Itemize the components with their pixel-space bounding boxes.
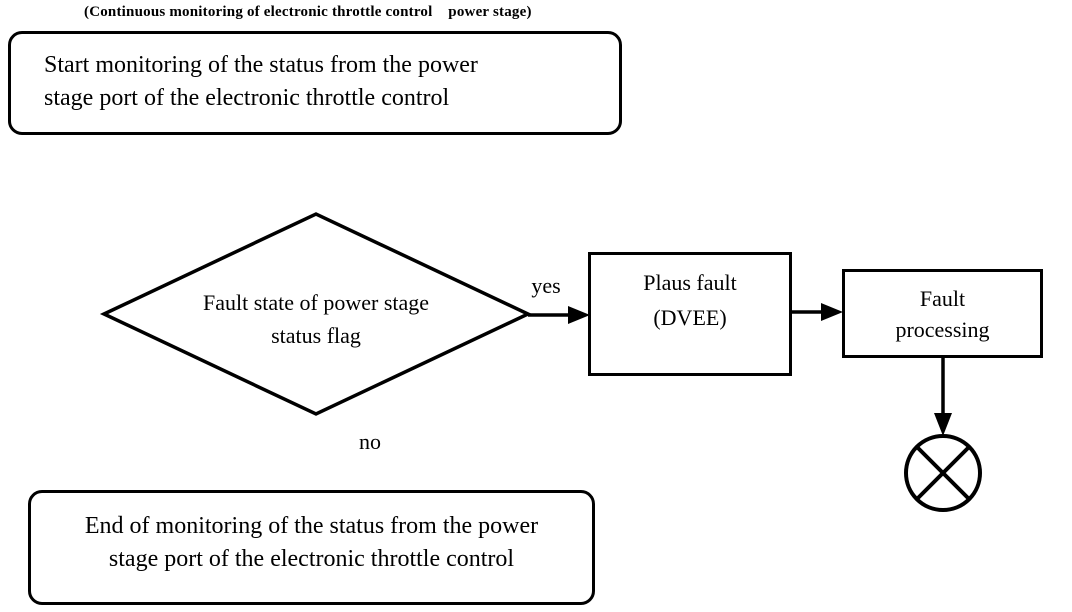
decision-node-line-1: Fault state of power stage — [202, 290, 430, 315]
plaus-fault-line-1: Plaus fault — [643, 270, 737, 295]
fault-processing-line-1: Fault — [919, 285, 966, 311]
plaus-to-fault-arrow-head — [821, 303, 843, 321]
start-node: Start monitoring of the status from the … — [8, 31, 622, 135]
plaus-fault-line-2: (DVEE) — [653, 305, 727, 330]
yes-arrow-head — [568, 306, 590, 324]
terminator-x-line-2 — [915, 445, 971, 501]
fault-to-terminator-arrow-head — [934, 413, 952, 436]
yes-edge-label: yes — [531, 273, 561, 298]
end-node: End of monitoring of the status from the… — [28, 490, 595, 605]
fault-processing-node: Fault processing — [842, 269, 1043, 358]
start-node-line-2: stage port of the electronic throttle co… — [44, 85, 450, 111]
start-node-line-1: Start monitoring of the status from the … — [44, 52, 478, 78]
decision-node-line-2: status flag — [271, 323, 361, 348]
fault-processing-line-2: processing — [895, 316, 990, 342]
plaus-fault-node: Plaus fault (DVEE) — [588, 252, 792, 376]
no-edge-label: no — [359, 429, 381, 454]
end-node-line-2: stage port of the electronic throttle co… — [108, 546, 515, 572]
decision-node-label: Fault state of power stage status flag — [104, 286, 528, 352]
figure-caption: (Continuous monitoring of electronic thr… — [84, 4, 532, 20]
end-node-line-1: End of monitoring of the status from the… — [84, 513, 539, 539]
